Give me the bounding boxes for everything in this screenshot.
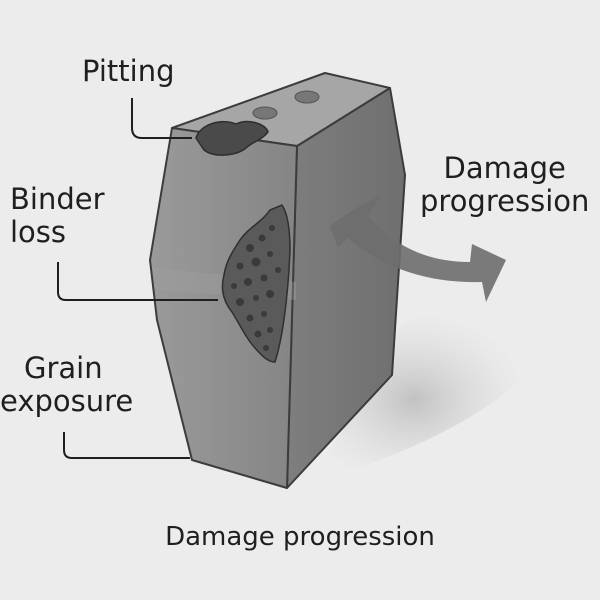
pit-hole: [252, 106, 278, 120]
grain-exposure-label: Grain exposure: [0, 351, 134, 419]
pitting-cluster: [195, 120, 269, 156]
binder-loss-label: Binder loss: [10, 182, 105, 250]
damage-side-line2: progression: [420, 184, 590, 219]
diagram-caption: Damage progression: [165, 522, 435, 552]
binder-loss-line2: loss: [10, 215, 67, 250]
damage-side-line1: Damage: [443, 151, 566, 185]
grain-exposure-leader-line: [63, 432, 190, 459]
pitting-leader-line: [131, 98, 192, 139]
damage-progression-side-label: Damage progression: [420, 151, 590, 219]
binder-loss-line1: Binder: [10, 182, 105, 216]
grain-exposure-line1: Grain: [24, 351, 103, 385]
pit-hole: [294, 90, 320, 104]
curved-arrow-icon: [330, 196, 506, 302]
grain-exposure-line2: exposure: [0, 384, 134, 419]
binder-loss-region: [221, 204, 291, 363]
binder-loss-leader-line: [57, 262, 218, 301]
exposed-grains: [231, 225, 281, 351]
block-shadow: [300, 311, 528, 488]
pitting-label: Pitting: [82, 54, 175, 88]
block-front-face: [149, 127, 298, 489]
